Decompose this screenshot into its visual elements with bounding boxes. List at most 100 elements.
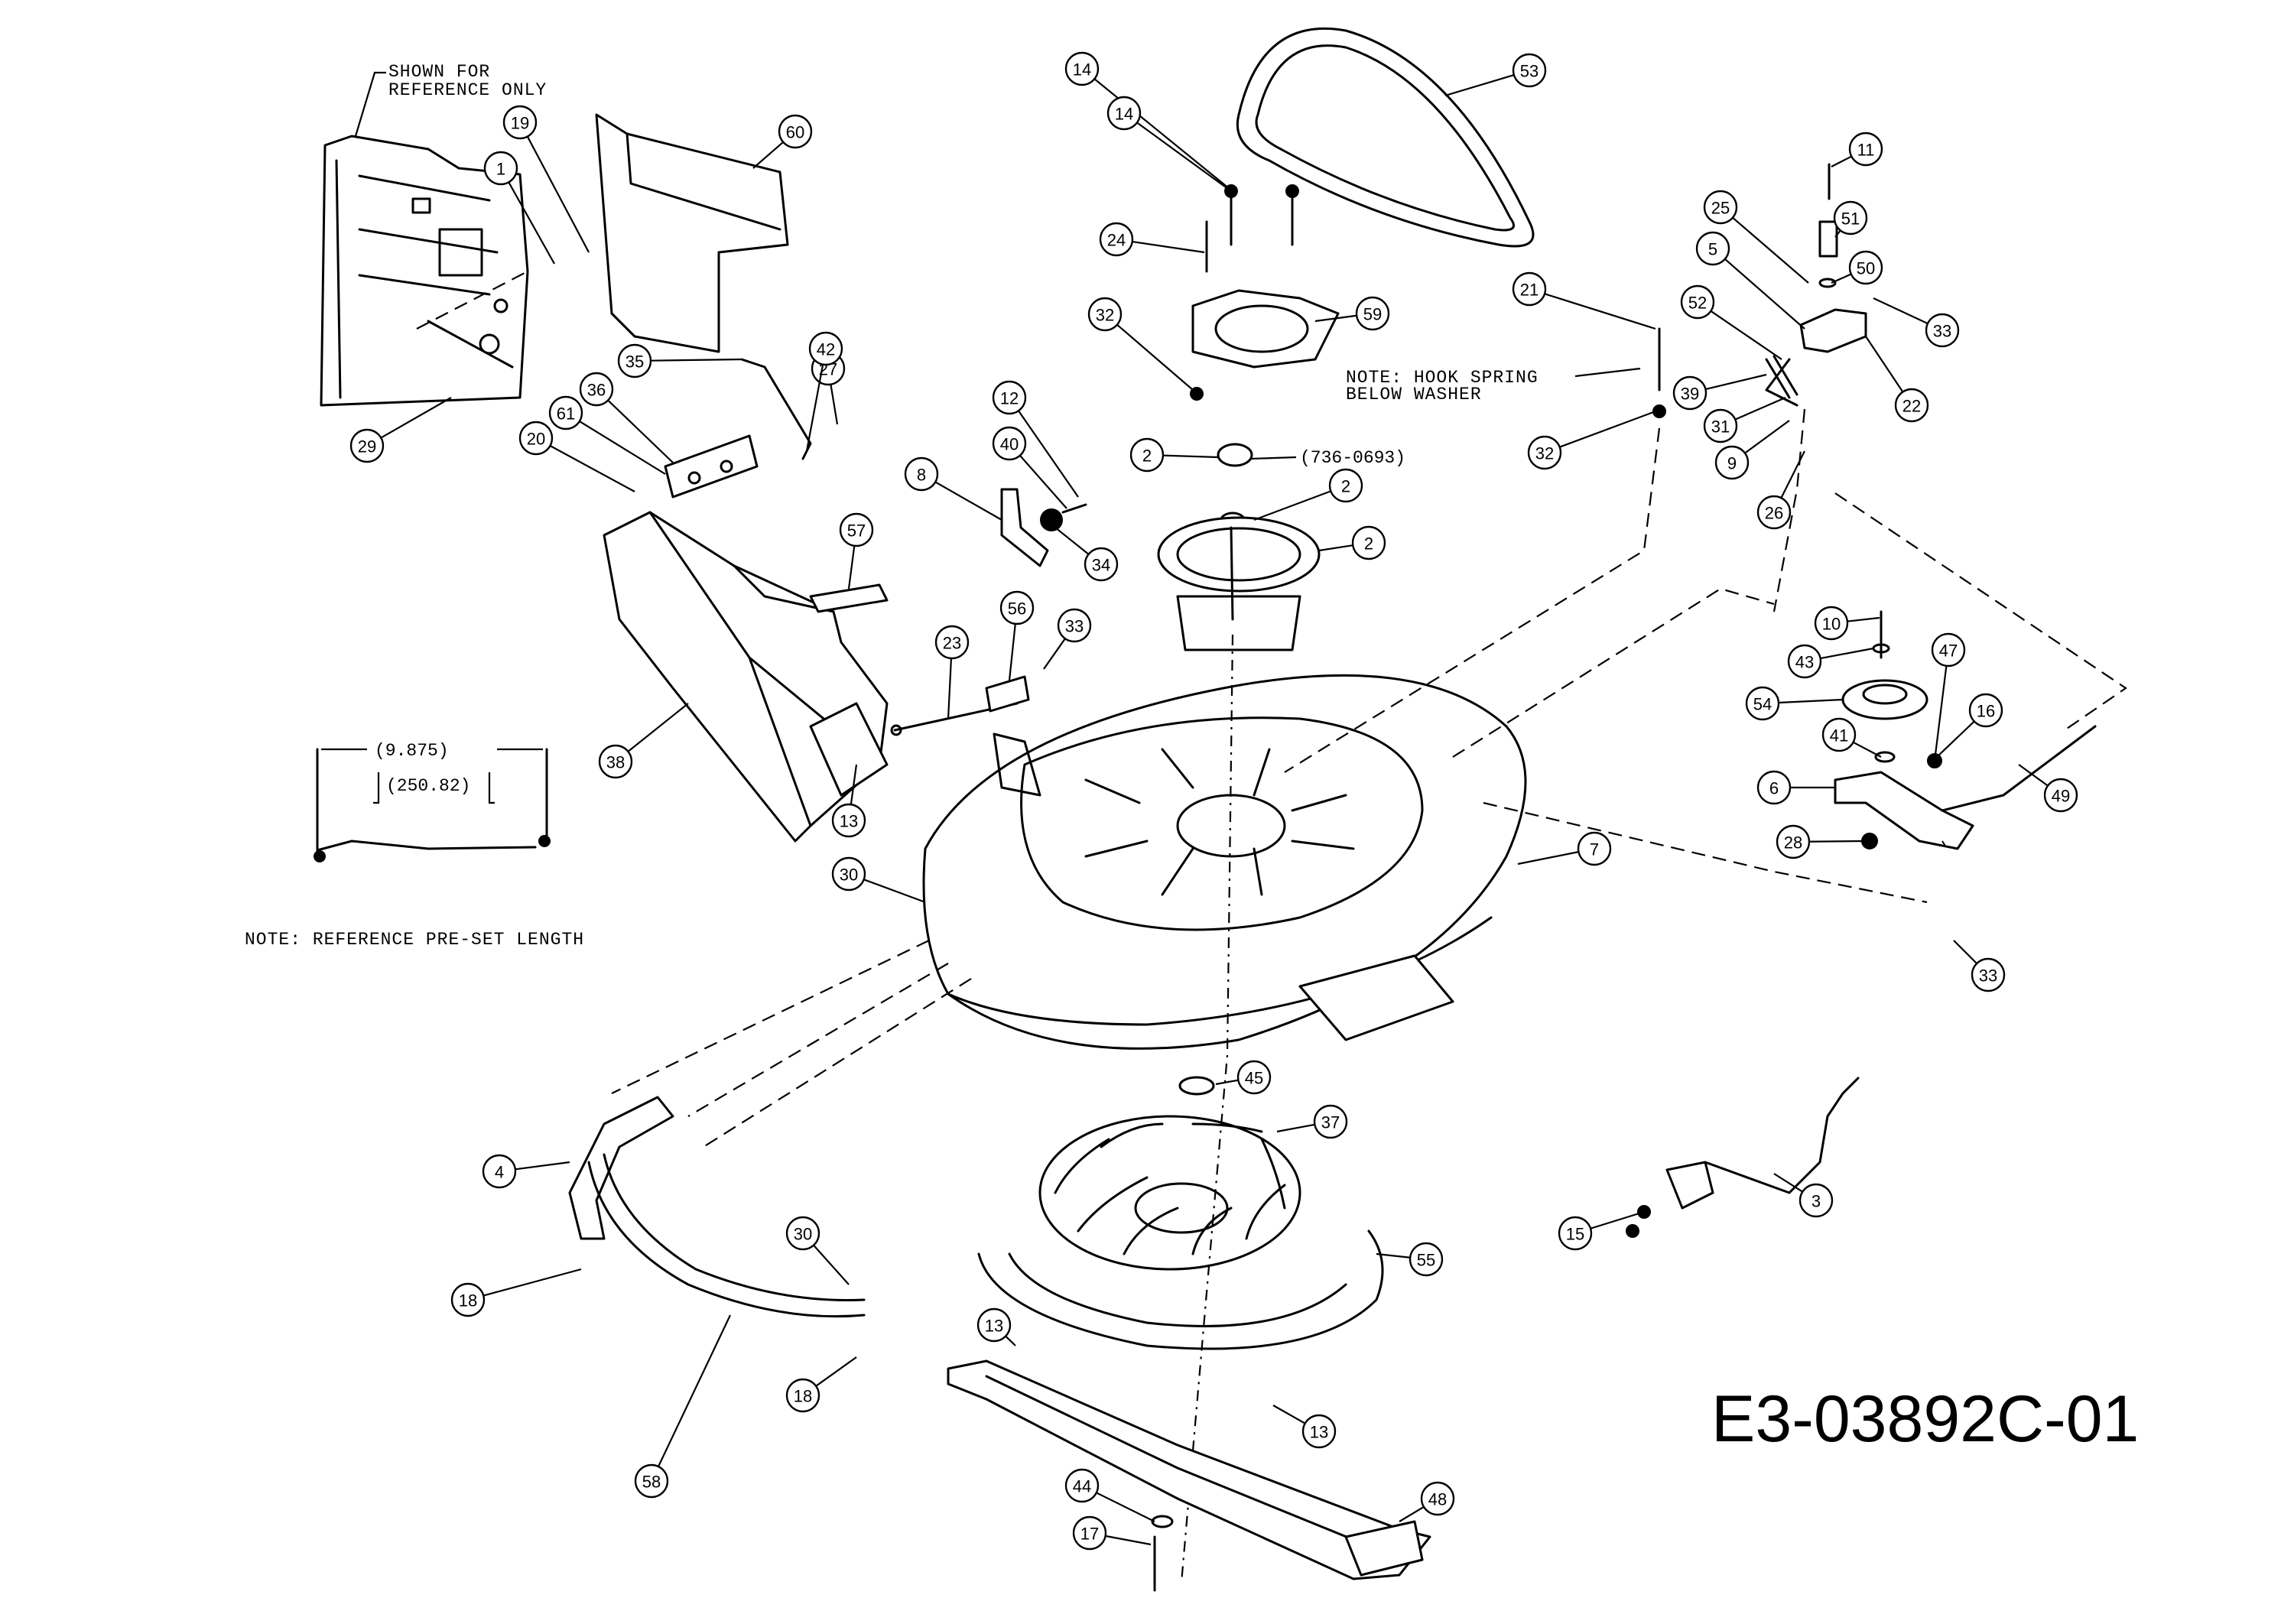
callout-55: 55 [1376,1242,1444,1277]
callout-number: 38 [606,753,625,772]
callout-61: 61 [548,395,666,475]
callout-leader [1953,940,1977,964]
callout-leader [1019,455,1067,509]
callout-number: 14 [1115,105,1133,124]
callout-circle [1064,51,1100,86]
callout-number: 26 [1765,504,1783,523]
callout-circle [1776,824,1811,859]
callout-circle [1821,717,1857,752]
callout-leader [934,481,1002,521]
callout-56: 56 [999,590,1035,681]
callout-number: 39 [1681,385,1699,404]
plate-36 [664,434,759,499]
callout-number: 30 [794,1225,812,1244]
callout-43: 43 [1787,644,1874,679]
callout-29: 29 [349,397,452,463]
callout-57: 57 [839,512,874,590]
callout-18: 18 [450,1268,582,1317]
callout-59: 59 [1314,296,1390,331]
callout-leader [1873,297,1928,325]
callout-circle [785,1378,820,1413]
callout-circle [785,1216,820,1251]
callout-circle [1925,313,1960,348]
callout-33: 33 [1873,297,1960,348]
callout-circle [992,380,1027,415]
callout-number: 7 [1590,840,1599,859]
callout-leader [1847,616,1880,622]
callout-leader [830,384,839,425]
callout-leader [1834,229,1841,238]
callout-leader [850,764,858,805]
callout-circle [1558,1216,1593,1251]
callout-number: 10 [1822,615,1841,634]
bracket-8 [1000,488,1049,567]
callout-39: 39 [1672,373,1767,411]
callout-circle [598,744,633,779]
callout-number: 56 [1008,599,1026,619]
callout-7: 7 [1517,831,1612,866]
note-shown-for: SHOWN FOR [388,62,490,82]
callout-circle [1313,1104,1348,1139]
callout-number: 20 [527,430,545,449]
callout-circle [1106,96,1142,131]
callout-leader [1734,396,1786,421]
callout-number: 60 [786,123,804,142]
callout-42: 42 [805,331,843,452]
callout-33: 33 [1043,608,1092,670]
callout-6: 6 [1756,770,1835,805]
callout-circle [934,625,970,660]
callout-38: 38 [598,703,689,779]
callout-45: 45 [1215,1060,1272,1095]
callout-circle [1971,957,2006,992]
callout-leader [1933,665,1948,762]
callout-number: 50 [1857,259,1875,278]
callout-number: 32 [1535,444,1554,463]
callout-circle [1236,1060,1272,1095]
callout-number: 3 [1811,1192,1821,1211]
callout-52: 52 [1680,284,1782,360]
callout-leader [627,703,689,752]
baffle-4 [568,1096,674,1240]
callout-leader [1820,647,1874,660]
spindle-pulley-2 [1157,443,1321,651]
callout-number: 9 [1727,454,1737,473]
blade-48 [947,1359,1431,1580]
callout-number: 61 [557,404,575,424]
callout-leader [847,545,856,590]
callout-circle [999,590,1035,625]
callout-circle [1756,495,1792,530]
callout-leader [579,421,666,475]
callout-33: 33 [1953,940,2006,992]
callout-circle [482,1154,517,1189]
callout-layer: 1222345678910111213131314141516171818192… [349,51,2078,1551]
belt-53 [1236,27,1535,248]
callout-number: 8 [917,466,926,485]
callout-36: 36 [579,372,674,463]
callout-circle [1072,1515,1107,1551]
callout-circle [1968,693,2003,728]
callout-37: 37 [1276,1104,1348,1139]
callout-circle [1798,1183,1834,1218]
callout-circle [1848,132,1883,167]
callout-leader [947,658,953,719]
callout-number: 29 [358,437,376,456]
callout-23: 23 [934,625,970,719]
callout-leader [1276,1123,1315,1133]
preset-rod-reference [314,748,551,862]
callout-leader [1744,420,1790,454]
callout-circle [1512,53,1547,88]
callout-number: 21 [1520,281,1539,300]
callout-circle [904,456,939,492]
callout-circle [518,421,554,456]
callout-number: 52 [1688,294,1707,313]
callout-13: 13 [976,1307,1016,1346]
callout-circle [1680,284,1715,320]
idler-arm-5 [1799,308,1867,353]
callout-13: 13 [1272,1405,1337,1449]
baffle-58 [587,1153,866,1318]
callout-number: 33 [1933,322,1951,341]
callout-18: 18 [785,1356,857,1413]
callout-22: 22 [1865,336,1929,423]
callout-circle [1756,770,1792,805]
callout-19: 19 [502,105,590,253]
